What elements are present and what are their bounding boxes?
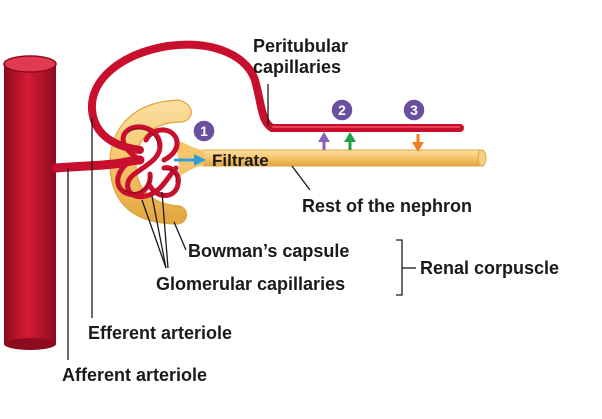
label-rest-of-nephron: Rest of the nephron	[302, 196, 472, 216]
step-badge-3: 3	[402, 98, 426, 122]
step-circle	[192, 119, 216, 143]
label-peritubular-line1: Peritubular	[253, 36, 348, 56]
step-badge-1: 1	[192, 119, 216, 143]
step-number: 3	[410, 102, 418, 118]
label-glomerular-capillaries: Glomerular capillaries	[156, 274, 345, 294]
tubule	[199, 149, 487, 167]
glomerulus-shading	[123, 128, 177, 194]
step-number: 1	[200, 123, 208, 139]
reabsorption-arrow-b	[344, 132, 356, 150]
glomerulus	[115, 124, 181, 200]
label-filtrate: Filtrate	[212, 151, 269, 170]
capsule-neck	[176, 140, 204, 176]
label-efferent-arteriole: Efferent arteriole	[88, 323, 232, 343]
label-afferent-arteriole: Afferent arteriole	[62, 365, 207, 385]
reabsorption-arrow-a	[318, 132, 330, 150]
filtration-arrow	[174, 154, 206, 166]
label-renal-corpuscle: Renal corpuscle	[420, 258, 559, 278]
renal-artery	[3, 55, 57, 350]
step-circle	[330, 98, 354, 122]
step-badge-2: 2	[330, 98, 354, 122]
efferent-arteriole-vessel	[87, 40, 464, 154]
step-circle	[402, 98, 426, 122]
leader-lines	[67, 84, 416, 360]
label-bowmans-capsule: Bowman’s capsule	[188, 241, 349, 261]
step-number: 2	[338, 102, 346, 118]
secretion-arrow	[412, 134, 424, 152]
label-peritubular-line2: capillaries	[253, 57, 341, 77]
